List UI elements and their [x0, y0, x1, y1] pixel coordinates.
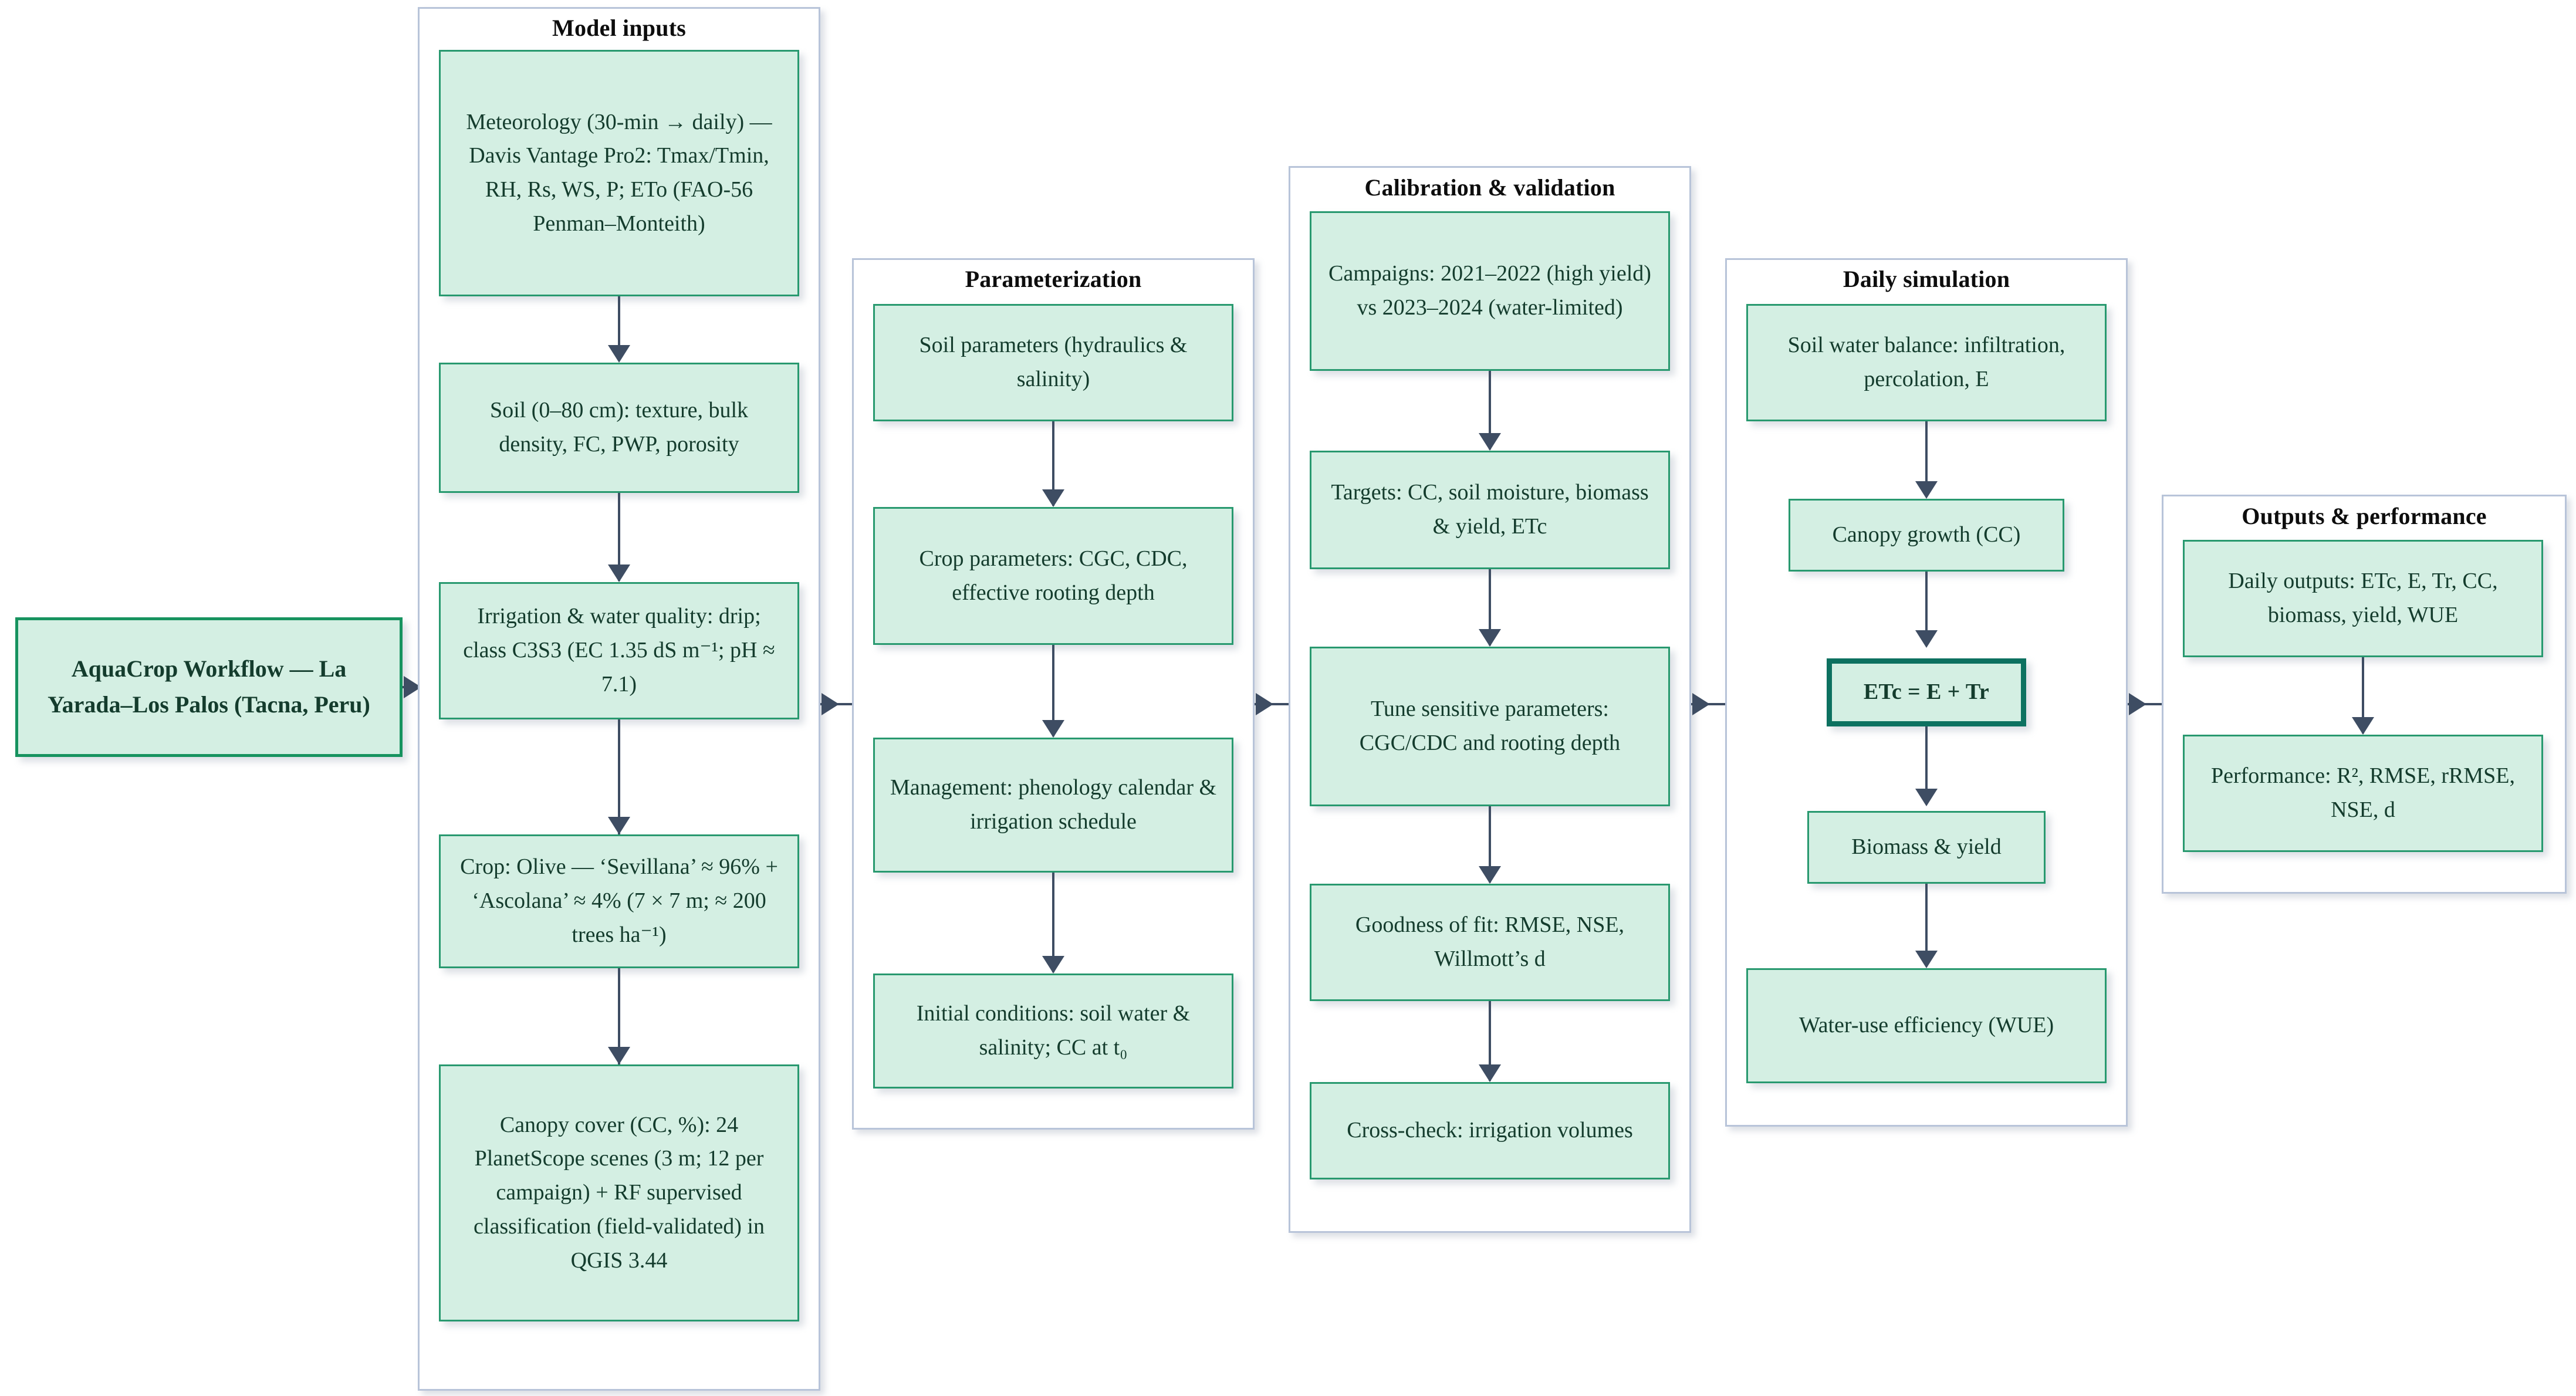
- arrowhead-model-inputs-to-parameterization: [822, 693, 839, 715]
- connector-irrigation-to-crop: [618, 719, 620, 834]
- node-crop-parameters-label: Crop parameters: CGC, CDC, effective roo…: [919, 546, 1188, 605]
- node-biomass-yield[interactable]: Biomass & yield: [1807, 811, 2046, 884]
- node-etc-equation[interactable]: ETc = E + Tr: [1827, 658, 2026, 726]
- arrowhead-meteorology-to-soil: [608, 345, 630, 363]
- node-management[interactable]: Management: phenology calendar & irrigat…: [873, 738, 1233, 873]
- node-canopy-cover-label: Canopy cover (CC, %): 24 PlanetScope sce…: [474, 1112, 765, 1273]
- node-meteorology[interactable]: Meteorology (30-min → daily) — Davis Van…: [439, 50, 799, 296]
- arrowhead-soil-parameters-to-crop-parameters: [1042, 489, 1064, 507]
- node-crop[interactable]: Crop: Olive — ‘Sevillana’ ≈ 96% + ‘Ascol…: [439, 834, 799, 968]
- node-biomass-yield-label: Biomass & yield: [1851, 834, 2002, 860]
- connector-soil-to-irrigation: [618, 493, 620, 581]
- column-title-model-inputs: Model inputs: [552, 15, 686, 41]
- node-canopy-growth[interactable]: Canopy growth (CC): [1789, 499, 2064, 572]
- connector-targets-to-tune-parameters: [1489, 569, 1491, 645]
- connector-management-to-initial-conditions: [1052, 873, 1054, 972]
- connector-campaigns-to-targets: [1489, 371, 1491, 449]
- arrowhead-crop-to-canopy-cover: [608, 1047, 630, 1064]
- node-water-use-efficiency[interactable]: Water-use efficiency (WUE): [1746, 968, 2107, 1083]
- connector-crop-parameters-to-management: [1052, 645, 1054, 736]
- connector-soil-water-balance-to-canopy-growth: [1925, 421, 1928, 496]
- node-targets-label: Targets: CC, soil moisture, biomass & yi…: [1331, 480, 1649, 539]
- arrowhead-goodness-to-cross-check: [1479, 1064, 1501, 1082]
- column-title-calibration-validation: Calibration & validation: [1364, 174, 1615, 201]
- node-etc-equation-label: ETc = E + Tr: [1863, 680, 1990, 705]
- node-daily-outputs[interactable]: Daily outputs: ETc, E, Tr, CC, biomass, …: [2183, 540, 2543, 657]
- node-campaigns-label: Campaigns: 2021–2022 (high yield) vs 202…: [1328, 261, 1651, 320]
- arrowhead-calibration-to-daily-simulation: [1692, 693, 1710, 715]
- node-start-label: AquaCrop Workflow — La Yarada–Los Palos …: [48, 655, 370, 718]
- node-goodness-of-fit-label: Goodness of fit: RMSE, NSE, Willmott’s d: [1355, 912, 1625, 971]
- arrowhead-campaigns-to-targets: [1479, 433, 1501, 451]
- connector-daily-outputs-to-performance: [2362, 657, 2364, 734]
- column-title-outputs-performance: Outputs & performance: [2242, 503, 2487, 529]
- node-soil-label: Soil (0–80 cm): texture, bulk density, F…: [489, 398, 749, 457]
- node-management-label: Management: phenology calendar & irrigat…: [890, 775, 1217, 834]
- node-initial-conditions[interactable]: Initial conditions: soil water & salinit…: [873, 974, 1233, 1089]
- arrowhead-canopy-growth-to-etc: [1915, 630, 1938, 648]
- node-cross-check-label: Cross-check: irrigation volumes: [1347, 1118, 1633, 1143]
- node-soil-water-balance-label: Soil water balance: infiltration, percol…: [1787, 333, 2065, 391]
- connector-crop-to-canopy-cover: [618, 968, 620, 1064]
- arrowhead-etc-to-biomass-yield: [1915, 789, 1938, 806]
- node-performance[interactable]: Performance: R², RMSE, rRMSE, NSE, d: [2183, 735, 2543, 852]
- arrowhead-irrigation-to-crop: [608, 817, 630, 834]
- column-title-parameterization: Parameterization: [965, 266, 1142, 292]
- node-targets[interactable]: Targets: CC, soil moisture, biomass & yi…: [1310, 451, 1670, 569]
- node-crop-parameters[interactable]: Crop parameters: CGC, CDC, effective roo…: [873, 507, 1233, 645]
- node-tune-parameters[interactable]: Tune sensitive parameters: CGC/CDC and r…: [1310, 647, 1670, 806]
- connector-soil-parameters-to-crop-parameters: [1052, 421, 1054, 506]
- arrowhead-daily-simulation-to-outputs: [2129, 693, 2146, 715]
- arrowhead-targets-to-tune-parameters: [1479, 629, 1501, 647]
- column-title-daily-simulation: Daily simulation: [1843, 266, 2010, 292]
- arrowhead-soil-to-irrigation: [608, 565, 630, 582]
- node-soil-parameters[interactable]: Soil parameters (hydraulics & salinity): [873, 304, 1233, 421]
- node-initial-conditions-label: Initial conditions: soil water & salinit…: [916, 1001, 1191, 1060]
- node-canopy-growth-label: Canopy growth (CC): [1832, 522, 2021, 547]
- arrowhead-parameterization-to-calibration: [1256, 693, 1273, 715]
- node-daily-outputs-label: Daily outputs: ETc, E, Tr, CC, biomass, …: [2228, 569, 2498, 627]
- node-soil[interactable]: Soil (0–80 cm): texture, bulk density, F…: [439, 363, 799, 493]
- connector-biomass-yield-to-wue: [1925, 884, 1928, 966]
- node-soil-parameters-label: Soil parameters (hydraulics & salinity): [919, 333, 1188, 391]
- node-tune-parameters-label: Tune sensitive parameters: CGC/CDC and r…: [1359, 697, 1621, 755]
- arrowhead-daily-outputs-to-performance: [2352, 717, 2374, 735]
- node-performance-label: Performance: R², RMSE, rRMSE, NSE, d: [2210, 763, 2516, 822]
- arrowhead-management-to-initial-conditions: [1042, 956, 1064, 974]
- node-goodness-of-fit[interactable]: Goodness of fit: RMSE, NSE, Willmott’s d: [1310, 884, 1670, 1001]
- arrowhead-soil-water-balance-to-canopy-growth: [1915, 481, 1938, 499]
- connector-etc-to-biomass-yield: [1925, 726, 1928, 804]
- connector-tune-to-goodness-of-fit: [1489, 806, 1491, 883]
- connector-canopy-growth-to-etc: [1925, 572, 1928, 644]
- arrowhead-biomass-yield-to-wue: [1915, 951, 1938, 968]
- node-campaigns[interactable]: Campaigns: 2021–2022 (high yield) vs 202…: [1310, 211, 1670, 371]
- node-cross-check[interactable]: Cross-check: irrigation volumes: [1310, 1082, 1670, 1179]
- connector-goodness-to-cross-check: [1489, 1001, 1491, 1081]
- connector-meteorology-to-soil: [618, 296, 620, 361]
- arrowhead-crop-parameters-to-management: [1042, 720, 1064, 738]
- node-irrigation-water-quality[interactable]: Irrigation & water quality: drip; class …: [439, 582, 799, 719]
- node-soil-water-balance[interactable]: Soil water balance: infiltration, percol…: [1746, 304, 2107, 421]
- arrowhead-tune-to-goodness-of-fit: [1479, 866, 1501, 884]
- node-canopy-cover[interactable]: Canopy cover (CC, %): 24 PlanetScope sce…: [439, 1064, 799, 1321]
- node-water-use-efficiency-label: Water-use efficiency (WUE): [1799, 1013, 2054, 1038]
- node-start-aquacrop-workflow[interactable]: AquaCrop Workflow — La Yarada–Los Palos …: [15, 617, 403, 757]
- node-irrigation-water-quality-label: Irrigation & water quality: drip; class …: [463, 604, 775, 697]
- node-crop-label: Crop: Olive — ‘Sevillana’ ≈ 96% + ‘Ascol…: [460, 854, 778, 947]
- node-meteorology-label: Meteorology (30-min → daily) — Davis Van…: [466, 109, 772, 236]
